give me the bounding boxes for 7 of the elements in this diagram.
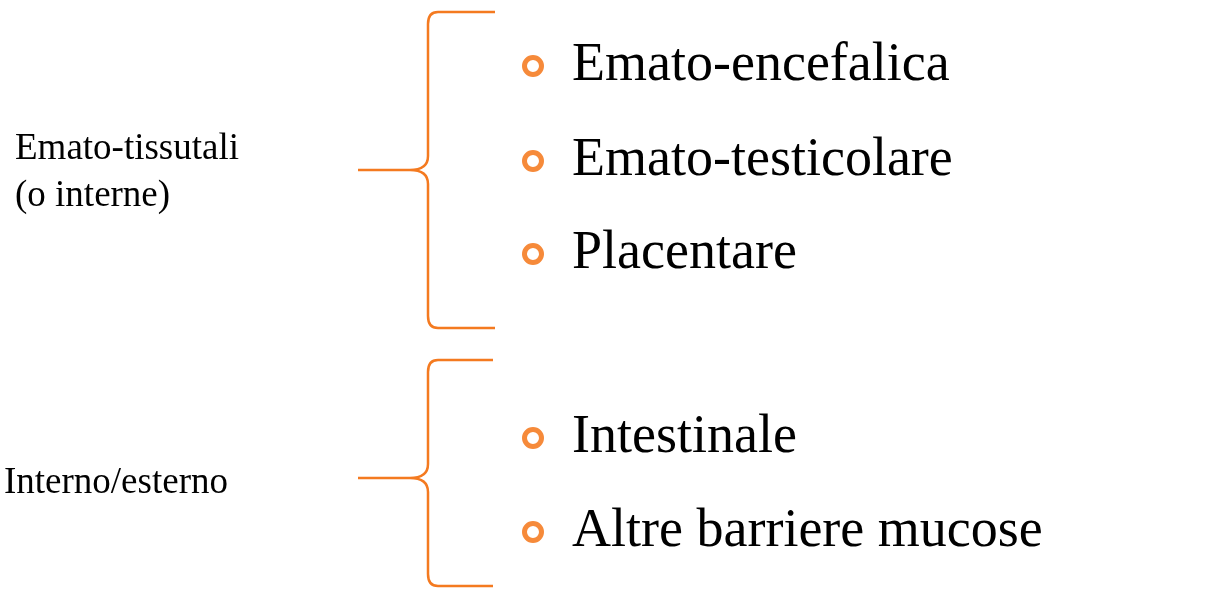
list-item: Placentare — [572, 219, 797, 282]
list-item: Emato-encefalica — [572, 31, 950, 94]
group-label: Interno/esterno — [4, 458, 229, 503]
list-item: Intestinale — [572, 403, 797, 466]
list-item: Emato-testicolare — [572, 126, 953, 189]
list-item: Altre barriere mucose — [572, 497, 1043, 560]
group-label: Emato-tissutali (o interne) — [15, 125, 241, 216]
